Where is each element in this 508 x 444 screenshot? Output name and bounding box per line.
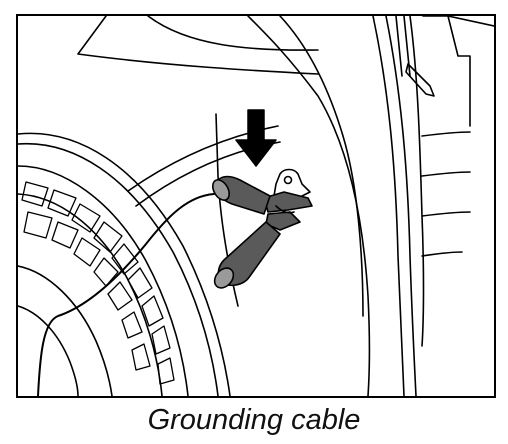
ground-point-hole — [283, 175, 293, 185]
clamp-handle-lower-end — [213, 267, 235, 289]
hub-line — [18, 305, 79, 396]
door-edge-1 — [372, 16, 405, 396]
grounding-cable-wire — [37, 193, 215, 396]
clamp-handle-upper-end — [212, 179, 230, 201]
hinge-strip — [395, 16, 411, 77]
down-arrow-icon — [235, 109, 277, 167]
door-seal — [421, 131, 471, 257]
tire-inner — [18, 265, 113, 396]
tire-sidewall — [18, 193, 163, 396]
hood-edge-2 — [279, 16, 364, 317]
clamp-spring — [275, 205, 295, 214]
fender-top-line — [77, 16, 319, 75]
wheel-arch-inner — [18, 142, 219, 396]
wheel-arch-outline — [18, 132, 231, 396]
tire-tread — [21, 181, 175, 385]
figure-caption: Grounding cable — [147, 404, 361, 436]
tire-outer — [18, 165, 189, 396]
fender-top-line-2 — [147, 16, 319, 51]
door-frame — [422, 16, 494, 127]
figure-frame — [16, 14, 496, 398]
door-edge-3 — [409, 16, 425, 347]
hood-edge — [247, 16, 371, 396]
door-handle — [405, 63, 435, 97]
door-edge-2 — [385, 16, 417, 396]
grounding-illustration — [18, 16, 494, 396]
